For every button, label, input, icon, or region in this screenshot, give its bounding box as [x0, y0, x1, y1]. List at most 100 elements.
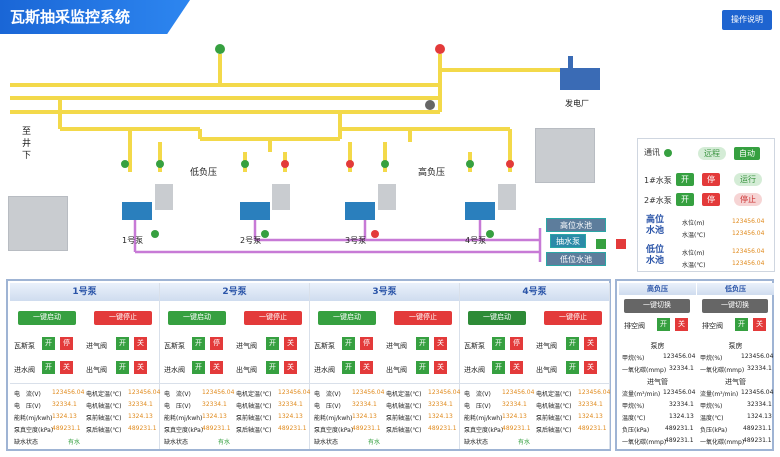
pump-4-gas-open[interactable]: 开 [492, 337, 505, 350]
pump-4-start-button[interactable]: 一键启动 [468, 311, 526, 325]
pump-3-start-button[interactable]: 一键启动 [318, 311, 376, 325]
pump-4-stop-button[interactable]: 一键停止 [544, 311, 602, 325]
pump-2-stop-button[interactable]: 一键停止 [244, 311, 302, 325]
pump-2-out-valve-open[interactable]: 开 [266, 361, 279, 374]
water-pump-1-on[interactable]: 开 [676, 173, 694, 186]
low-vent-close[interactable]: 关 [753, 318, 766, 331]
high-room-co-value: 32334.1 [669, 365, 694, 372]
high-pipe-ch4-label: 甲烷(%) [622, 403, 645, 410]
low-pipe-flow-value: 123456.04 [741, 389, 774, 396]
pump-4-stat-right-label-0: 电机定温(℃) [536, 391, 572, 398]
pump-1-in-valve-label: 进气阀 [86, 342, 107, 350]
high-pipe-co-value: 489231.1 [665, 437, 694, 444]
pump-4-in-water-close[interactable]: 关 [510, 361, 523, 374]
pump-1-stat-right-value-2: 1324.13 [128, 413, 153, 420]
pump-2-stat-left-value-3: 489231.1 [202, 425, 231, 432]
pump-4-in-valve-close[interactable]: 关 [584, 337, 597, 350]
water-pump-2-on[interactable]: 开 [676, 193, 694, 206]
low-level-value: 123456.04 [732, 248, 765, 255]
pump-4-in-water-open[interactable]: 开 [492, 361, 505, 374]
high-switch-button[interactable]: 一键切换 [624, 299, 690, 313]
pump-3-in-valve-open[interactable]: 开 [416, 337, 429, 350]
pump-3-stat-left-label-4: 缺水状态 [314, 439, 339, 446]
pump-3-stat-right-label-3: 泵后轴温(℃) [386, 427, 422, 434]
low-level-label: 水位(m) [682, 250, 705, 257]
pump-4-stat-left-label-0: 电 流(V) [464, 391, 491, 398]
remote-button[interactable]: 远程 [698, 147, 726, 160]
pump-1-stat-right-label-1: 电机轴温(℃) [86, 403, 122, 410]
high-pipe-press-label: 负压(kPa) [622, 427, 650, 434]
power-plant-label: 发电厂 [565, 99, 589, 108]
pump-1-out-valve-close[interactable]: 关 [134, 361, 147, 374]
pump-2-in-valve-close[interactable]: 关 [284, 337, 297, 350]
pump-3-gas-stop[interactable]: 停 [360, 337, 373, 350]
pump-2-gas-open[interactable]: 开 [192, 337, 205, 350]
pump-1-stat-left-value-0: 123456.04 [52, 389, 85, 396]
pump-2-in-water-open[interactable]: 开 [192, 361, 205, 374]
pump-3-out-valve-open[interactable]: 开 [416, 361, 429, 374]
pump-1-out-valve-open[interactable]: 开 [116, 361, 129, 374]
pump-1-gas-stop[interactable]: 停 [60, 337, 73, 350]
pump-3-in-water-open[interactable]: 开 [342, 361, 355, 374]
pump-3-out-valve-label: 出气阀 [386, 366, 407, 374]
pump-1-in-water-open[interactable]: 开 [42, 361, 55, 374]
high-vent-open[interactable]: 开 [657, 318, 670, 331]
water-pump-2-status: 停止 [734, 193, 762, 206]
pump-1-stat-left-value-2: 1324.13 [52, 413, 77, 420]
pump-2-out-valve-close[interactable]: 关 [284, 361, 297, 374]
pump-3-stop-button[interactable]: 一键停止 [394, 311, 452, 325]
pump-1-in-valve-open[interactable]: 开 [116, 337, 129, 350]
pump-4-out-valve-open[interactable]: 开 [566, 361, 579, 374]
low-pipe-ch4-label: 甲烷(%) [700, 403, 723, 410]
pump-4-gas-label: 瓦斯泵 [464, 342, 485, 350]
pump-3-stat-left-label-2: 能耗(mj/kwh) [314, 415, 353, 422]
water-pump-1-off[interactable]: 停 [702, 173, 720, 186]
pump-4-stat-left-value-0: 123456.04 [502, 389, 535, 396]
pump-1-in-valve-close[interactable]: 关 [134, 337, 147, 350]
pump-1-stat-left-value-4: 有水 [68, 439, 81, 446]
pump-2-start-button[interactable]: 一键启动 [168, 311, 226, 325]
pump-1-stat-right-label-2: 泵前轴温(℃) [86, 415, 122, 422]
auto-button[interactable]: 自动 [734, 147, 760, 160]
pump-column-2: 2号泵 一键启动 一键停止 瓦斯泵 开 停 进气阀 开 关 进水阀 开 关 出气… [160, 283, 310, 449]
pump-2-stat-right-label-2: 泵前轴温(℃) [236, 415, 272, 422]
pump-1-gas-label: 瓦斯泵 [14, 342, 35, 350]
help-button[interactable]: 操作说明 [722, 10, 772, 30]
pump-3-out-valve-close[interactable]: 关 [434, 361, 447, 374]
low-pipe-flow-label: 流量(m³/min) [700, 391, 739, 398]
low-pipe-co-label: 一氧化碳(mmp) [700, 439, 745, 446]
pump-3-stat-left-label-1: 电 压(V) [314, 403, 341, 410]
pump-3-stat-left-value-0: 123456.04 [352, 389, 385, 396]
pump-2-stat-right-value-2: 1324.13 [278, 413, 303, 420]
pump-4-out-valve-close[interactable]: 关 [584, 361, 597, 374]
pump-3-gas-open[interactable]: 开 [342, 337, 355, 350]
pump-4-gas-stop[interactable]: 停 [510, 337, 523, 350]
pump-4-stat-right-value-3: 489231.1 [578, 425, 607, 432]
high-pipe-co-label: 一氧化碳(mmp) [622, 439, 667, 446]
pump-4-out-valve-label: 出气阀 [536, 366, 557, 374]
pump-4-in-valve-open[interactable]: 开 [566, 337, 579, 350]
pump-1-start-button[interactable]: 一键启动 [18, 311, 76, 325]
high-pipe-title: 进气管 [647, 378, 668, 386]
low-switch-button[interactable]: 一键切换 [702, 299, 768, 313]
pump-2-in-water-close[interactable]: 关 [210, 361, 223, 374]
high-room-co-label: 一氧化碳(mmp) [622, 367, 667, 374]
pump-3-stat-left-value-2: 1324.13 [352, 413, 377, 420]
pump-2-stat-left-label-2: 能耗(mj/kwh) [164, 415, 203, 422]
low-pipe-press-label: 负压(kPa) [700, 427, 728, 434]
water-pump-2-off[interactable]: 停 [702, 193, 720, 206]
pump-1-in-water-close[interactable]: 关 [60, 361, 73, 374]
pump-1-stat-left-value-1: 32334.1 [52, 401, 77, 408]
pump-1-stop-button[interactable]: 一键停止 [94, 311, 152, 325]
low-vent-open[interactable]: 开 [735, 318, 748, 331]
pump-1-gas-open[interactable]: 开 [42, 337, 55, 350]
pump-3-in-water-close[interactable]: 关 [360, 361, 373, 374]
pump-1-stat-right-value-1: 32334.1 [128, 401, 153, 408]
pump-3-in-valve-close[interactable]: 关 [434, 337, 447, 350]
high-vent-close[interactable]: 关 [675, 318, 688, 331]
pump-2-in-valve-open[interactable]: 开 [266, 337, 279, 350]
low-pressure-label: 低负压 [190, 168, 218, 178]
pump-3-stat-left-label-3: 泵真空度(kPa) [314, 427, 354, 434]
pump-2-gas-stop[interactable]: 停 [210, 337, 223, 350]
pump-3-stat-right-value-0: 123456.04 [428, 389, 461, 396]
